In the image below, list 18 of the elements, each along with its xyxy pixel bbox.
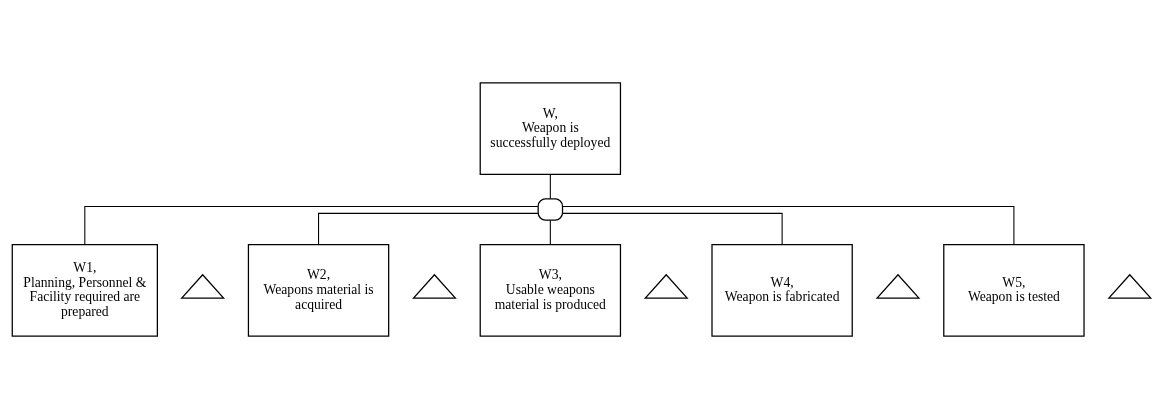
node-dome	[537, 197, 564, 221]
connector	[549, 173, 551, 199]
connector	[318, 212, 539, 245]
node-box: W, Weapon is successfully deployed	[479, 81, 622, 175]
node-triangle	[1107, 273, 1153, 299]
node-box: W1, Planning, Personnel & Facility required are prepared	[11, 243, 158, 337]
connector	[549, 219, 551, 245]
node-triangle	[875, 273, 921, 299]
node-triangle	[412, 273, 457, 299]
connector	[562, 205, 1015, 245]
connector	[562, 212, 783, 245]
node-triangle	[643, 273, 689, 299]
node-box: W5, Weapon is tested	[943, 243, 1085, 337]
connector	[84, 205, 539, 245]
node-triangle	[180, 273, 226, 299]
node-box: W3, Usable weapons material is produced	[479, 243, 622, 337]
node-box: W2, Weapons material is acquired	[247, 243, 390, 337]
node-box: W4, Weapon is fabricated	[711, 243, 853, 337]
